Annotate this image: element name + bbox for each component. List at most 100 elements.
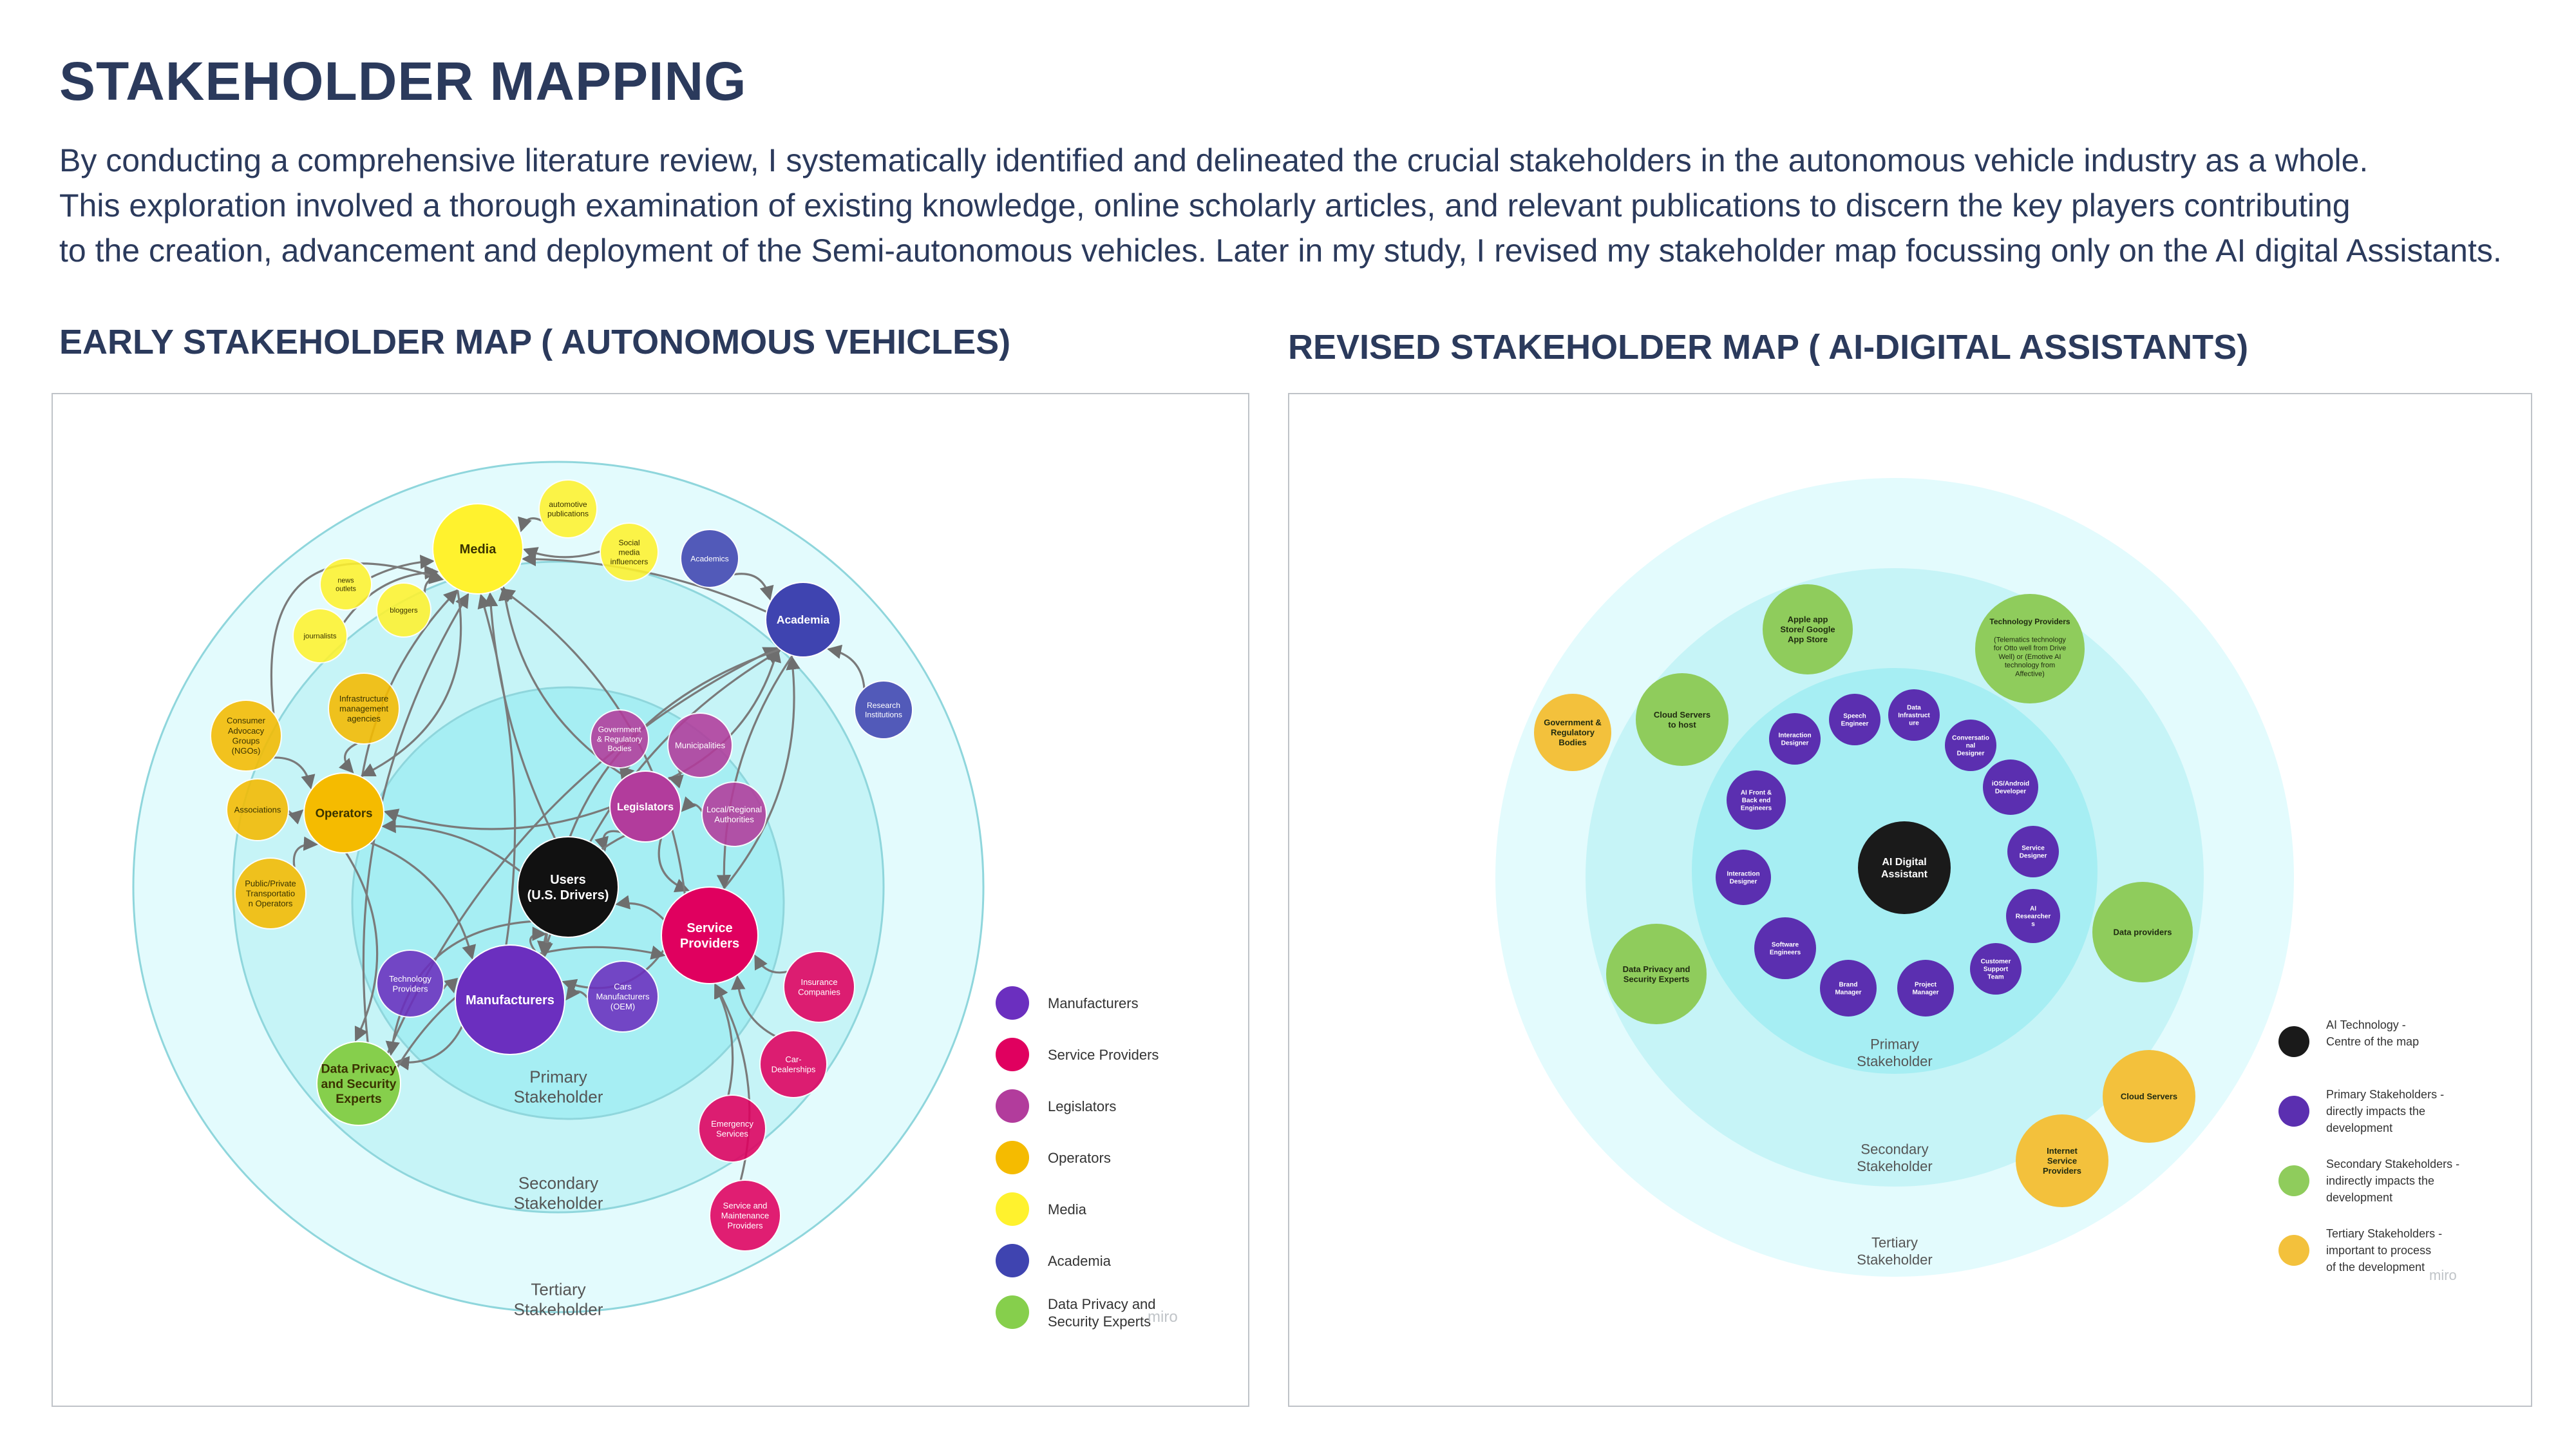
node-circle-interaction-designer-8 <box>1716 850 1771 905</box>
node-circle-ai-researcher-s-9 <box>2006 889 2060 943</box>
legend-swatch-primary-stakeholders-directly-impacts-the-development <box>2278 1096 2309 1127</box>
connector-media-to-operators <box>360 589 462 777</box>
node-label-cloud-servers-20: Cloud Servers <box>2121 1092 2177 1102</box>
node-label-operators: Operators <box>316 807 373 820</box>
node-circle-legislators <box>609 770 681 843</box>
legend-label-service-providers: Service Providers <box>1048 1047 1159 1063</box>
node-academics: Academics <box>680 529 739 588</box>
connector-oem-to-manufacturers <box>565 984 589 1001</box>
connector-academia-to-service <box>716 654 793 890</box>
intro-line-1: By conducting a comprehensive literature… <box>59 142 2369 178</box>
legend-label-manufacturers: Manufacturers <box>1048 995 1139 1011</box>
connector-operators-to-manufacturers <box>370 841 477 960</box>
connector-emergency-to-service <box>714 983 734 1096</box>
node-circle-manufacturers <box>455 944 565 1055</box>
node-circle-insurance <box>783 951 855 1023</box>
node-cloud-servers-20: Cloud Servers <box>2103 1050 2195 1143</box>
connector-car-to-service <box>731 975 776 1037</box>
node-circle-technology-providers-15 <box>1975 594 2085 703</box>
node-circle-local <box>701 781 767 847</box>
node-circle-apple-app-store-google-app-store-14 <box>1763 584 1853 674</box>
intro-line-3: to the creation, advancement and deploym… <box>59 233 2502 269</box>
node-label-legislators: Legislators <box>617 801 674 813</box>
node-circle-journalists <box>292 608 348 663</box>
legend-label-operators: Operators <box>1048 1150 1111 1166</box>
legend-label-secondary-stakeholders-indirectly-impacts-the-development: Secondary Stakeholders -indirectly impac… <box>2326 1158 2459 1204</box>
connector-research-to-academia <box>826 644 866 689</box>
node-label-media: Media <box>460 542 497 557</box>
miro-watermark: miro <box>2429 1267 2457 1283</box>
early-map-heading: EARLY STAKEHOLDER MAP ( AUTONOMOUS VEHIC… <box>59 323 1011 361</box>
node-circle-news <box>319 558 372 611</box>
node-circle-software-engineers-10 <box>1754 917 1816 979</box>
node-data-providers-17: Data providers <box>2092 882 2193 982</box>
legend-label-ai-technology-centre-of-the-map: AI Technology -Centre of the map <box>2326 1018 2419 1048</box>
legend-label-tertiary-stakeholders-important-to-process-of-the-development: Tertiary Stakeholders -important to proc… <box>2326 1227 2442 1274</box>
node-label-academia: Academia <box>777 613 829 626</box>
connector-municipal-to-legislators <box>668 769 684 788</box>
node-circle-conversatio-nal-designer-4 <box>1945 720 1996 771</box>
node-label-technology-providers-15: Technology Providers <box>1989 617 2070 626</box>
connector-manufacturers-to-dataprivacy <box>394 1026 464 1071</box>
connector-tech-to-manufacturers <box>442 977 459 994</box>
connector-operators-to-dataprivacy <box>345 852 379 1042</box>
node-manufacturers: Manufacturers <box>455 944 565 1055</box>
legend-swatch-secondary-stakeholders-indirectly-impacts-the-development <box>2278 1165 2309 1196</box>
node-circle-data-privacy-and-security-experts-18 <box>1606 924 1707 1024</box>
node-associations: Associations <box>226 778 289 841</box>
node-municipal: Municipalities <box>667 712 733 778</box>
node-circle-academics <box>680 529 739 588</box>
connector-users-to-dataprivacy <box>385 920 532 1056</box>
connector-auto-pub-to-media <box>518 516 542 533</box>
node-circle-public <box>234 857 307 930</box>
node-circle-data-providers-17 <box>2092 882 2193 982</box>
node-circle-project-manager-13 <box>1897 960 1954 1017</box>
node-circle-government-regulatory-bodies-19 <box>1534 694 1611 771</box>
connector-legislators-to-service <box>658 837 690 893</box>
